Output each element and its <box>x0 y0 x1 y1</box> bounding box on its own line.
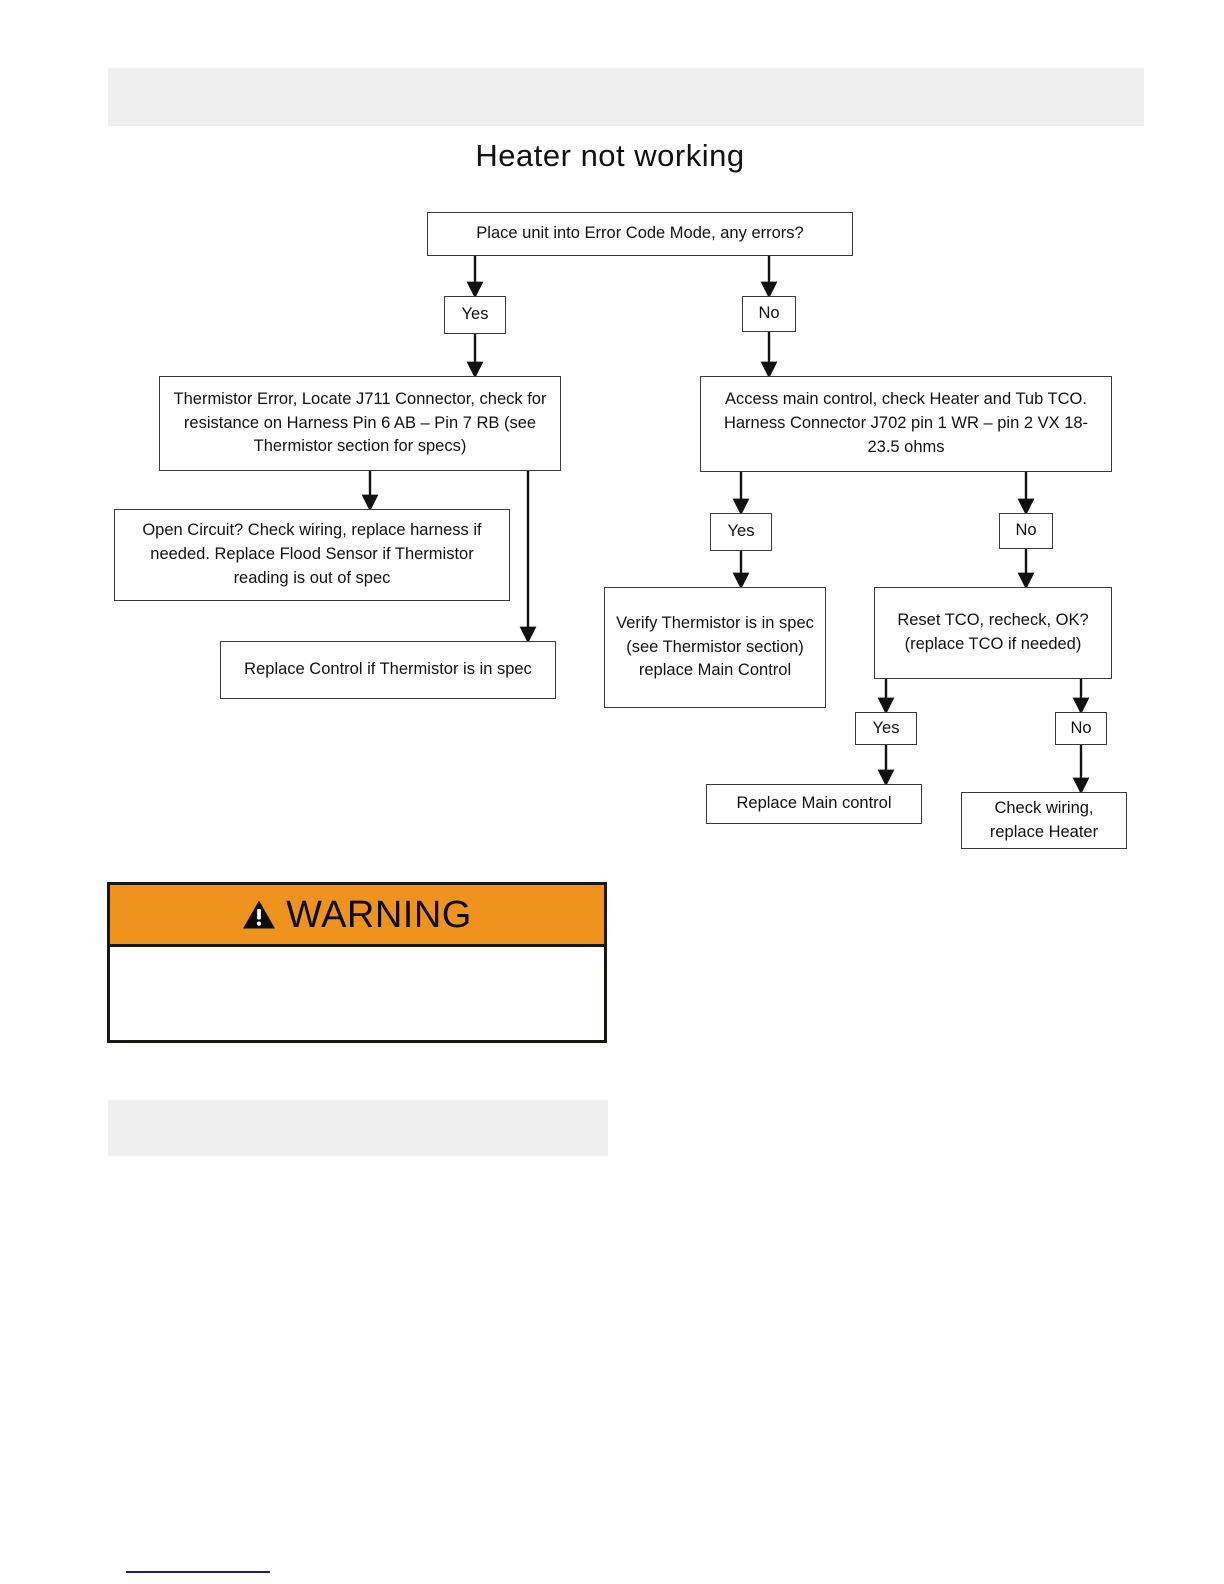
flow-node-label: Replace Main control <box>736 794 892 813</box>
flow-node-label: Yes <box>872 718 900 737</box>
flow-node-access-main-control: Access main control, check Heater and Tu… <box>700 376 1112 472</box>
flow-node-label: Place unit into Error Code Mode, any err… <box>476 224 804 243</box>
flow-node-label: No <box>1070 718 1092 737</box>
troubleshooting-flowchart: Heater not working <box>114 138 1127 849</box>
flow-node-label: Yes <box>461 305 489 324</box>
flow-node-label: Reset TCO, recheck, OK? (replace TCO if … <box>897 611 1089 653</box>
flow-node-label: Check wiring, replace Heater <box>989 798 1099 841</box>
warning-triangle-icon <box>243 900 276 929</box>
footer-band <box>108 1100 608 1156</box>
flow-node-no-1: No <box>742 296 796 332</box>
warning-header: WARNING <box>110 885 604 947</box>
header-band <box>108 68 1144 126</box>
flow-node-replace-main-control: Replace Main control <box>706 784 922 824</box>
flow-node-label: Thermistor Error, Locate J711 Connector,… <box>173 389 547 456</box>
footer-divider <box>126 1571 270 1573</box>
flow-node-replace-control: Replace Control if Thermistor is in spec <box>220 641 556 699</box>
flow-node-label: Replace Control if Thermistor is in spec <box>244 660 532 679</box>
flow-node-yes-2: Yes <box>710 513 772 551</box>
flow-node-label: Verify Thermistor is in spec (see Thermi… <box>616 613 814 680</box>
flow-node-yes-3: Yes <box>855 712 917 745</box>
warning-body-text <box>110 947 604 1040</box>
warning-panel: WARNING <box>107 882 607 1043</box>
flow-node-reset-tco: Reset TCO, recheck, OK? (replace TCO if … <box>874 587 1112 679</box>
warning-label: WARNING <box>286 893 472 936</box>
page-title: Heater not working <box>475 138 745 173</box>
flow-node-yes-1: Yes <box>444 296 506 334</box>
flow-node-start: Place unit into Error Code Mode, any err… <box>427 212 853 256</box>
flow-node-label: Yes <box>727 522 755 541</box>
flow-node-label: Access main control, check Heater and Tu… <box>723 390 1089 456</box>
flow-node-no-3: No <box>1055 712 1107 745</box>
flow-node-label: No <box>758 304 780 323</box>
flow-node-thermistor-error: Thermistor Error, Locate J711 Connector,… <box>159 376 561 471</box>
flow-node-open-circuit: Open Circuit? Check wiring, replace harn… <box>114 509 510 601</box>
flow-node-label: Open Circuit? Check wiring, replace harn… <box>142 521 482 587</box>
flow-node-label: No <box>1015 521 1037 540</box>
flow-node-check-wiring: Check wiring, replace Heater <box>961 792 1127 849</box>
flow-node-no-2: No <box>999 513 1053 549</box>
flow-node-verify-thermistor: Verify Thermistor is in spec (see Thermi… <box>604 587 826 708</box>
